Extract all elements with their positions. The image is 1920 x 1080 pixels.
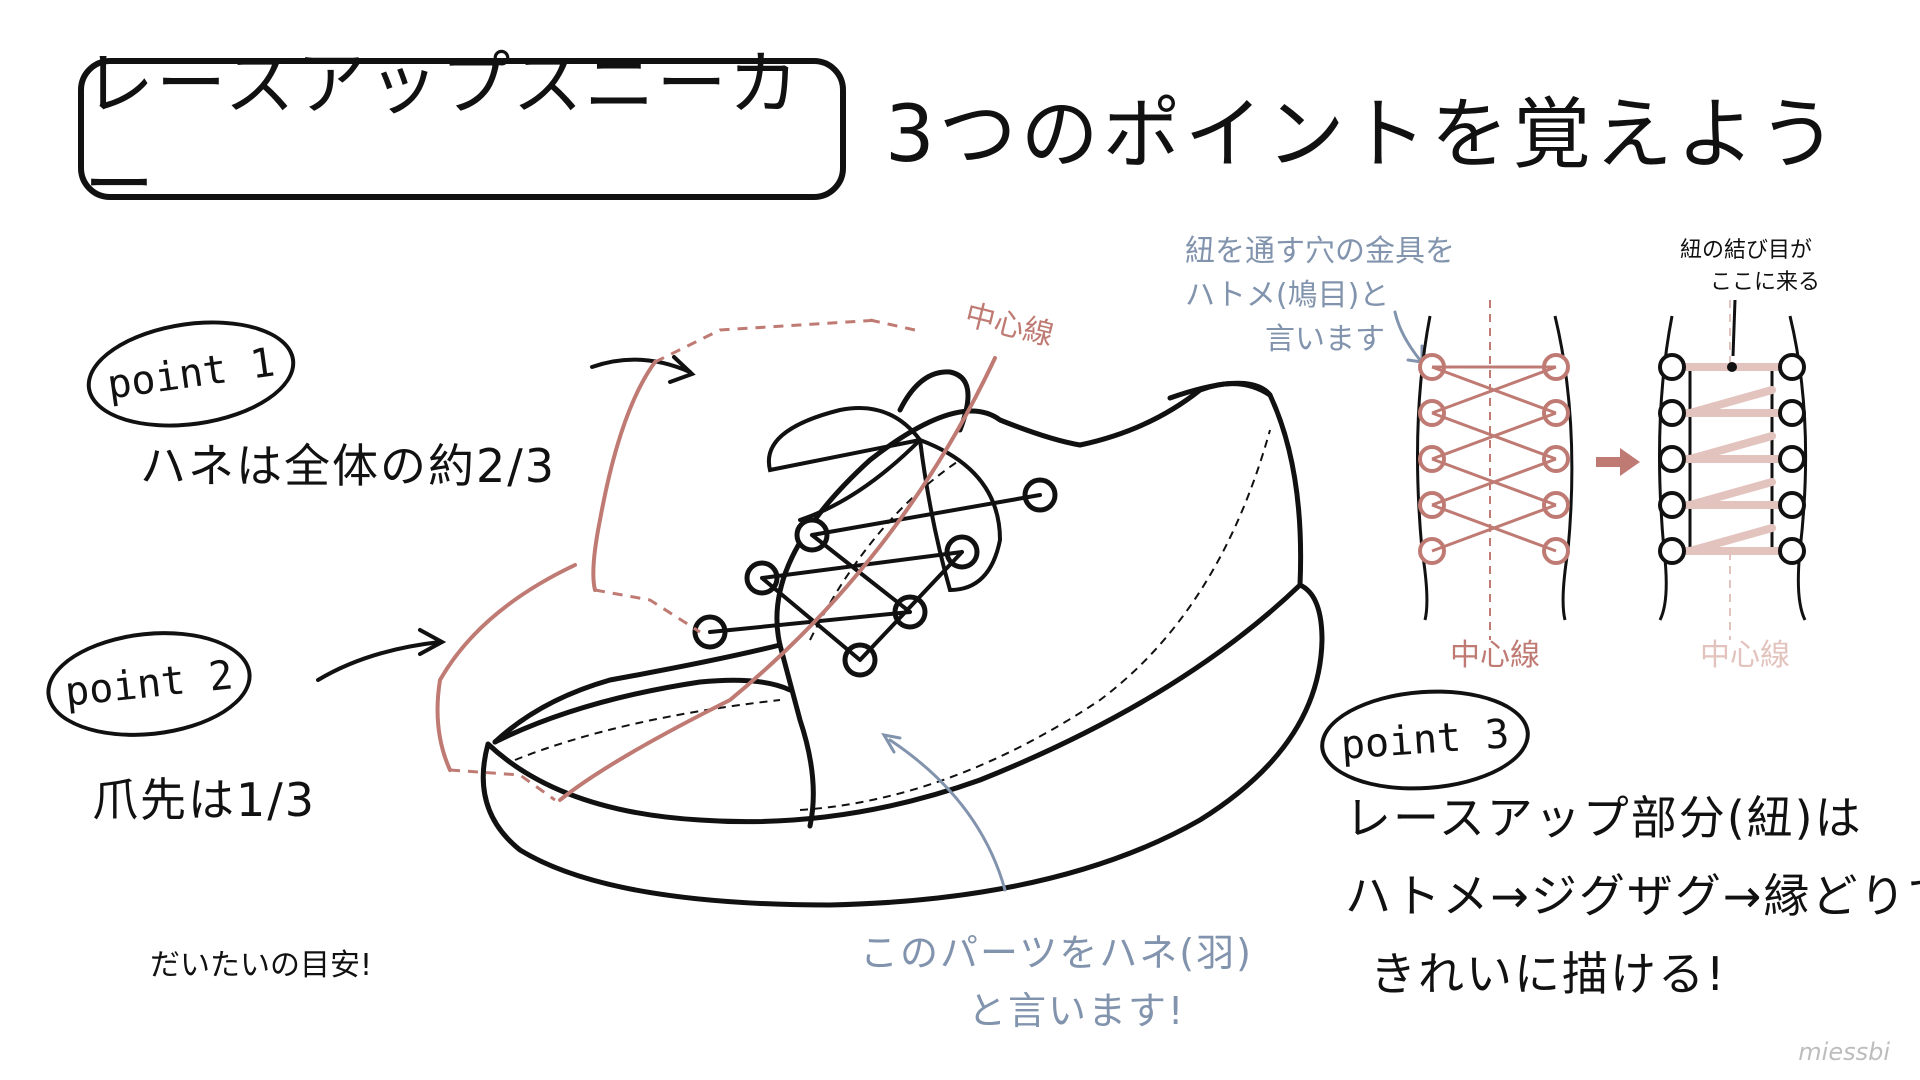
- point-2-fraction: 1/3: [236, 773, 317, 827]
- title-subtitle: 3つのポイントを覚えよう: [885, 90, 1841, 180]
- artist-signature: miessbi: [1798, 1038, 1890, 1066]
- toe-guide-arc: [435, 563, 577, 772]
- point-2-text: 爪先は1/3: [92, 764, 316, 830]
- knot-note-line-1: 紐の結び目が: [1680, 238, 1813, 263]
- blue-arrows: [881, 310, 1424, 892]
- point-3-line-3: きれいに描ける!: [1370, 947, 1727, 1001]
- eyelet-note-line-3: 言います: [1265, 322, 1385, 357]
- knot-dot: [1727, 362, 1737, 372]
- toe-area: [492, 642, 816, 829]
- tongue: [897, 369, 971, 433]
- arrow-point-2-head: [418, 628, 447, 656]
- point-3-line-1: レースアップ部分(紐)は: [1345, 791, 1863, 845]
- toe-cap-line: [492, 677, 793, 745]
- eyelet-note-line-1: 紐を通す穴の金具を: [1185, 234, 1455, 269]
- center-line-label-right: 中心線: [1700, 638, 1790, 673]
- sole: [480, 582, 1325, 908]
- shoe-guides: [435, 356, 997, 802]
- arrow-point-1: [590, 357, 692, 374]
- title-box: レースアップスニーカー: [78, 43, 846, 226]
- upper-outline: [774, 381, 1304, 648]
- center-line-label-left: 中心線: [1450, 638, 1540, 673]
- lacing-diagram-finished: [1658, 299, 1808, 640]
- hane-note-line-2: と言います!: [968, 989, 1186, 1033]
- rough-guide-note: だいたいの目安!: [150, 948, 373, 983]
- heel-top: [1167, 380, 1273, 401]
- knot-note-line-2: ここに来る: [1710, 270, 1821, 295]
- point-3-line-2: ハトメ→ジグザグ→縁どりで: [1345, 869, 1920, 923]
- eyelet-note-line-2: ハトメ(鳩目)と: [1185, 278, 1390, 313]
- point-2-main: 爪先は: [92, 773, 236, 827]
- arrow-point-1-head: [668, 355, 696, 384]
- hane-guide-arc: [591, 360, 657, 592]
- hane-arrow: [888, 738, 1007, 892]
- lacing-diagram-zigzag: [1416, 300, 1574, 640]
- shoe-center-line: [558, 356, 997, 802]
- hane-note-line-1: このパーツをハネ(羽): [860, 931, 1253, 975]
- eyelet-arrow: [1393, 310, 1422, 362]
- point-1-text: ハネは全体の約2/3: [140, 430, 556, 496]
- arrow-point-2: [316, 640, 442, 682]
- shoe-laces: [708, 406, 1042, 662]
- title-main: レースアップスニーカー: [84, 43, 801, 226]
- sneaker-drawing: [480, 369, 1325, 908]
- point-1-main: ハネは全体の約: [140, 439, 476, 493]
- point-1-fraction: 2/3: [476, 439, 557, 493]
- shoe-guide-dashes: [449, 318, 916, 802]
- transition-arrow: [1596, 448, 1640, 476]
- point-arrows: [316, 355, 696, 682]
- hane-arrow-head: [881, 732, 902, 754]
